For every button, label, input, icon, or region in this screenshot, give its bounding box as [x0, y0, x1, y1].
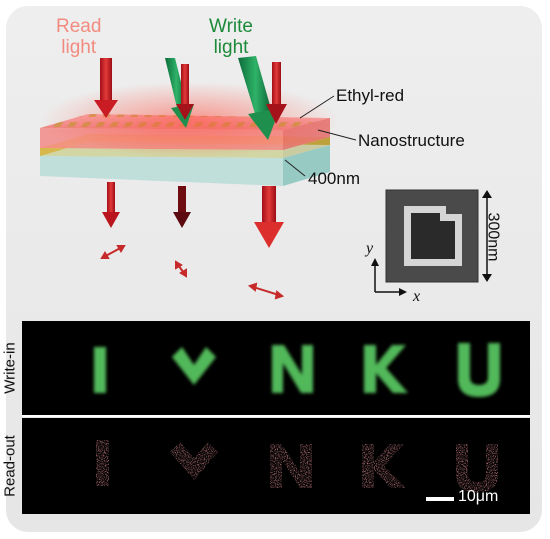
sem-axis-x-label: x: [413, 288, 421, 305]
write-in-label: Write-in: [1, 342, 19, 394]
read-light-label-line2: light: [61, 37, 97, 58]
read-letter-I: [96, 440, 109, 486]
write-letter-heart: [172, 347, 216, 385]
glass-substrate: [40, 156, 283, 186]
read-letter-N: [270, 444, 312, 488]
read-light-arrow-in: [94, 58, 118, 118]
write-light-label-line1: Write: [209, 16, 253, 37]
ethyl-red-label: Ethyl-red: [336, 86, 405, 105]
read-light-arrow-3: [266, 62, 287, 124]
sample-stack: [40, 82, 340, 186]
read-light-arrow-2: [176, 64, 194, 120]
write-in-strip: Write-in: [2, 321, 530, 415]
sem-inset: [371, 189, 492, 296]
read-out-row-label: Read-out: [0, 418, 20, 514]
sem-axis-y-label: y: [366, 240, 374, 257]
nanostructure-label: Nanostructure: [358, 131, 465, 150]
read-out-strip: Read-out 10μm: [2, 418, 530, 514]
write-letter-I: [94, 347, 106, 393]
polarization-arrows: [100, 245, 285, 300]
write-light-label-line2: light: [213, 37, 249, 58]
read-out-image: [96, 440, 498, 501]
read-light-arrow-out-2: [173, 186, 191, 228]
thickness-label: 400nm: [308, 169, 360, 188]
write-light-label: Write light: [209, 16, 253, 58]
write-in-image: [94, 343, 500, 397]
read-light-label-line1: Read: [56, 16, 102, 37]
read-out-label: Read-out: [1, 435, 19, 497]
scale-bar: [426, 497, 454, 501]
sem-size-label: 300nm: [484, 212, 502, 262]
write-letter-N: [272, 345, 313, 393]
read-letter-U: [456, 444, 498, 492]
read-light-arrow-out-1: [102, 182, 120, 228]
read-letter-K: [362, 444, 406, 488]
write-letter-K: [364, 345, 408, 393]
read-light-arrow-out-3: [254, 186, 284, 248]
write-in-row-label: Write-in: [0, 321, 20, 415]
read-letter-heart: [170, 442, 218, 480]
scale-bar-label: 10μm: [458, 488, 499, 505]
write-letter-U: [458, 343, 500, 397]
read-light-label: Read light: [56, 16, 101, 58]
